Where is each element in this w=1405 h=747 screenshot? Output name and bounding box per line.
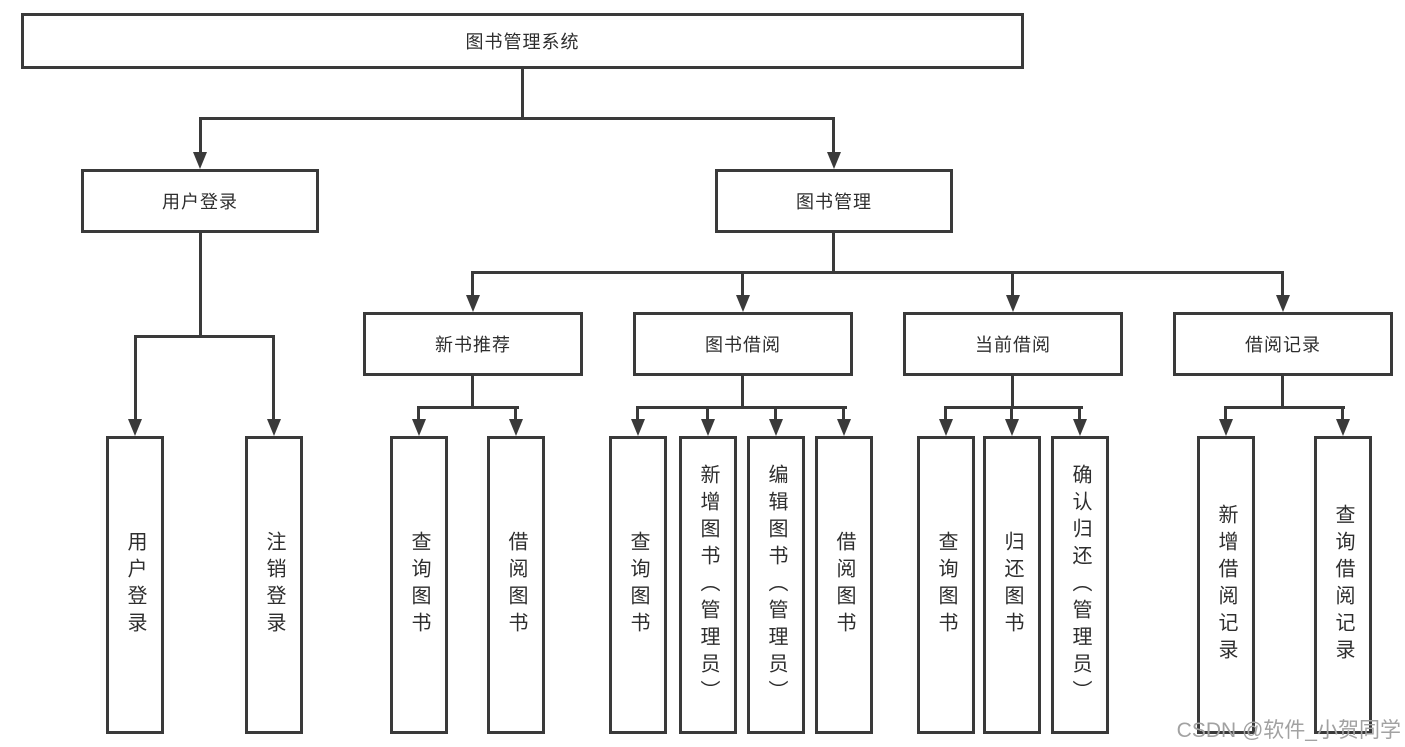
- connector-line: [134, 335, 137, 422]
- arrowhead-down-icon: [631, 419, 645, 436]
- leaf-bb-add-books-label: 新增图书（管理员）: [697, 463, 719, 707]
- leaf-cb-return-books-label: 归还图书: [1001, 531, 1023, 639]
- leaf-br-add-record: 新增借阅记录: [1197, 436, 1255, 734]
- connector-line: [1224, 406, 1345, 409]
- leaf-rec-query-books-label: 查询图书: [408, 531, 430, 639]
- node-root-label: 图书管理系统: [465, 32, 580, 52]
- node-user-login-label: 用户登录: [162, 192, 238, 212]
- node-borrow-records: 借阅记录: [1173, 312, 1393, 376]
- node-user-login: 用户登录: [81, 169, 319, 233]
- leaf-bb-query-books: 查询图书: [609, 436, 667, 734]
- connector-line: [1341, 406, 1344, 422]
- arrowhead-down-icon: [509, 419, 523, 436]
- arrowhead-down-icon: [128, 419, 142, 436]
- arrowhead-down-icon: [1073, 419, 1087, 436]
- connector-line: [706, 406, 709, 422]
- node-new-book-recommend-label: 新书推荐: [435, 335, 511, 355]
- connector-line: [134, 335, 275, 338]
- leaf-bb-edit-books: 编辑图书（管理员）: [747, 436, 805, 734]
- connector-line: [1010, 406, 1013, 422]
- connector-line: [1011, 271, 1014, 297]
- arrowhead-down-icon: [1005, 419, 1019, 436]
- node-current-borrow: 当前借阅: [903, 312, 1123, 376]
- leaf-bb-edit-books-label: 编辑图书（管理员）: [765, 463, 787, 707]
- connector-line: [199, 233, 202, 337]
- leaf-rec-borrow-books: 借阅图书: [487, 436, 545, 734]
- node-new-book-recommend: 新书推荐: [363, 312, 583, 376]
- connector-line: [741, 376, 744, 408]
- arrowhead-down-icon: [1336, 419, 1350, 436]
- arrowhead-down-icon: [1006, 295, 1020, 312]
- leaf-bb-query-books-label: 查询图书: [627, 531, 649, 639]
- connector-line: [832, 233, 835, 273]
- arrowhead-down-icon: [837, 419, 851, 436]
- leaf-cb-query-books: 查询图书: [917, 436, 975, 734]
- arrowhead-down-icon: [827, 152, 841, 169]
- connector-line: [1011, 376, 1014, 408]
- node-book-borrow-label: 图书借阅: [705, 335, 781, 355]
- arrowhead-down-icon: [193, 152, 207, 169]
- connector-line: [842, 406, 845, 422]
- arrowhead-down-icon: [701, 419, 715, 436]
- connector-line: [199, 117, 202, 155]
- leaf-cb-query-books-label: 查询图书: [935, 531, 957, 639]
- connector-line: [1224, 406, 1227, 422]
- connector-line: [1078, 406, 1081, 422]
- node-book-management-label: 图书管理: [796, 192, 872, 212]
- leaf-cb-confirm-return-label: 确认归还（管理员）: [1069, 463, 1091, 707]
- connector-line: [521, 69, 524, 119]
- connector-line: [945, 406, 1083, 409]
- leaf-br-query-record-label: 查询借阅记录: [1332, 504, 1354, 666]
- csdn-watermark: CSDN @软件_小贺同学: [1176, 719, 1401, 742]
- node-current-borrow-label: 当前借阅: [975, 335, 1051, 355]
- connector-line: [1281, 376, 1284, 408]
- arrowhead-down-icon: [736, 295, 750, 312]
- node-root: 图书管理系统: [21, 13, 1024, 69]
- arrowhead-down-icon: [412, 419, 426, 436]
- leaf-rec-query-books: 查询图书: [390, 436, 448, 734]
- leaf-rec-borrow-books-label: 借阅图书: [505, 531, 527, 639]
- leaf-br-query-record: 查询借阅记录: [1314, 436, 1372, 734]
- arrowhead-down-icon: [267, 419, 281, 436]
- connector-line: [471, 271, 474, 297]
- connector-line: [471, 376, 474, 408]
- connector-line: [471, 271, 1284, 274]
- leaf-user-login: 用户登录: [106, 436, 164, 734]
- arrowhead-down-icon: [466, 295, 480, 312]
- leaf-bb-borrow-books-label: 借阅图书: [833, 531, 855, 639]
- node-book-management: 图书管理: [715, 169, 953, 233]
- leaf-br-add-record-label: 新增借阅记录: [1215, 504, 1237, 666]
- connector-line: [199, 117, 835, 120]
- leaf-cb-return-books: 归还图书: [983, 436, 1041, 734]
- arrowhead-down-icon: [939, 419, 953, 436]
- arrowhead-down-icon: [1219, 419, 1233, 436]
- connector-line: [1281, 271, 1284, 297]
- leaf-logout: 注销登录: [245, 436, 303, 734]
- connector-line: [514, 406, 517, 422]
- connector-line: [417, 406, 420, 422]
- connector-line: [272, 335, 275, 422]
- connector-line: [944, 406, 947, 422]
- leaf-logout-label: 注销登录: [263, 531, 285, 639]
- connector-line: [418, 406, 519, 409]
- connector-line: [636, 406, 847, 409]
- connector-line: [741, 271, 744, 297]
- node-book-borrow: 图书借阅: [633, 312, 853, 376]
- arrowhead-down-icon: [1276, 295, 1290, 312]
- leaf-bb-add-books: 新增图书（管理员）: [679, 436, 737, 734]
- node-borrow-records-label: 借阅记录: [1245, 335, 1321, 355]
- arrowhead-down-icon: [769, 419, 783, 436]
- leaf-bb-borrow-books: 借阅图书: [815, 436, 873, 734]
- connector-line: [636, 406, 639, 422]
- connector-line: [832, 117, 835, 155]
- connector-line: [774, 406, 777, 422]
- leaf-cb-confirm-return: 确认归还（管理员）: [1051, 436, 1109, 734]
- leaf-user-login-label: 用户登录: [124, 531, 146, 639]
